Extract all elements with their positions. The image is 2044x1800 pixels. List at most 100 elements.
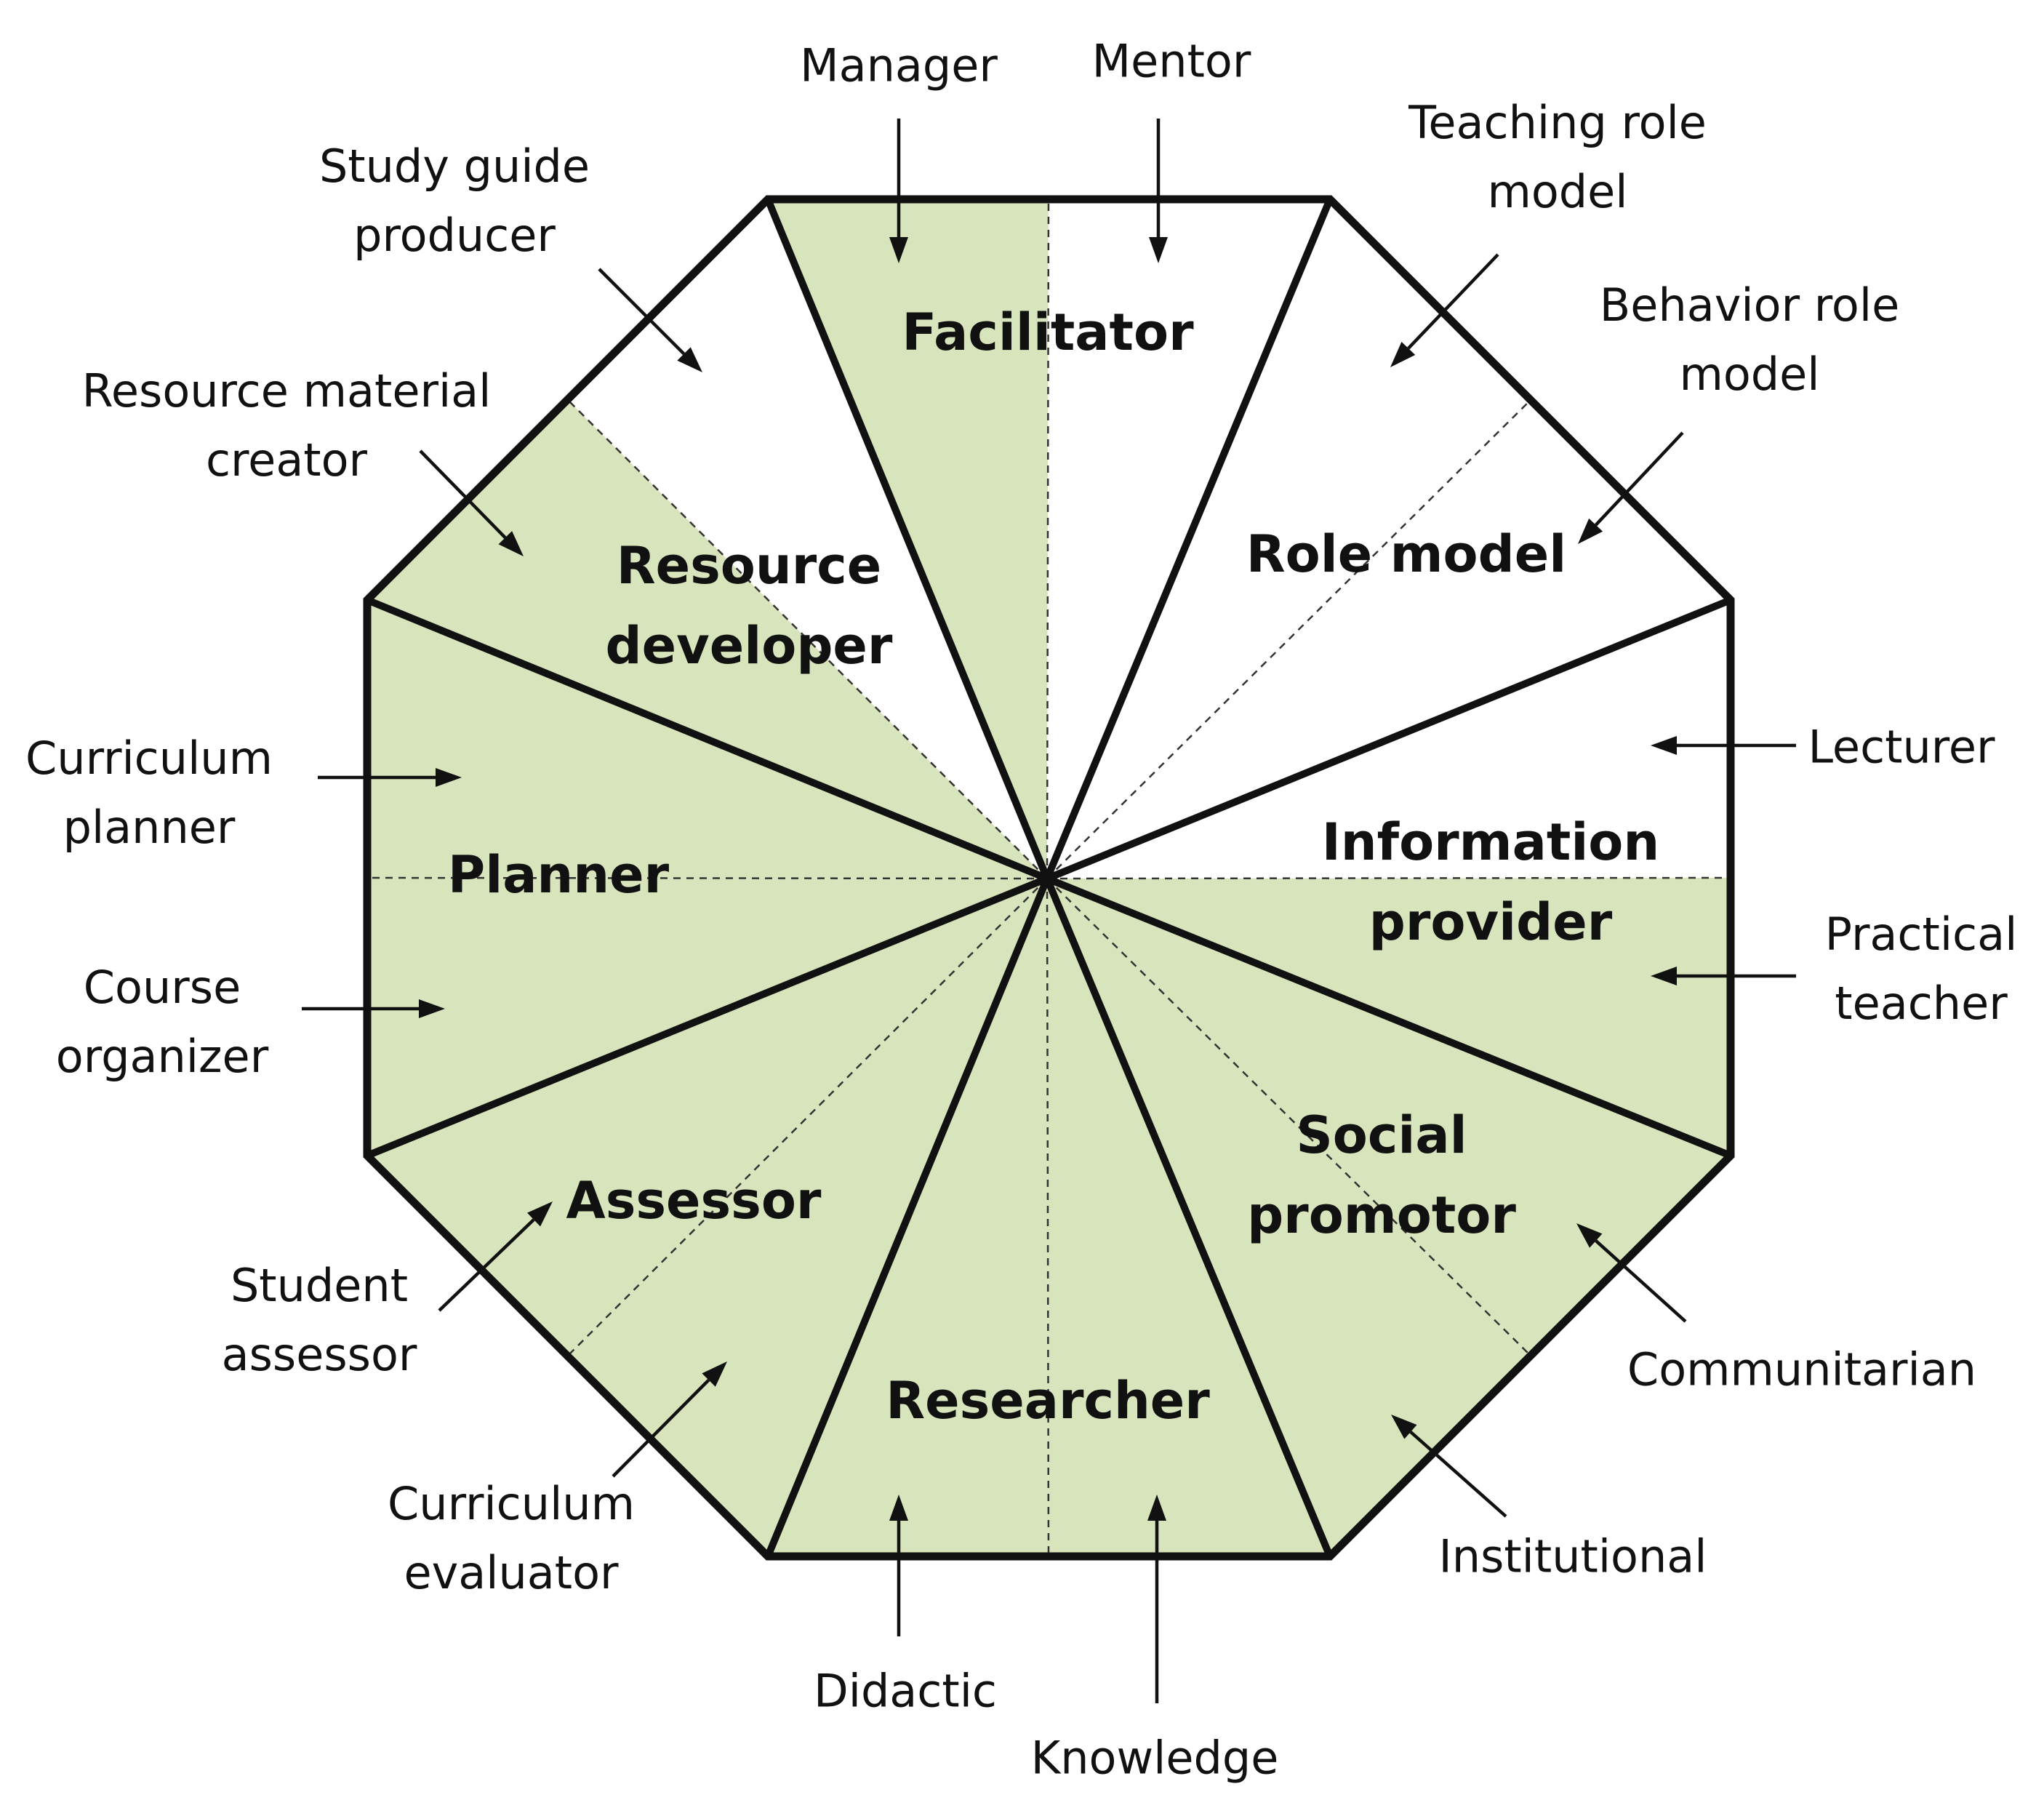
role-label-social-promotor-line-1: Social <box>1296 1105 1467 1165</box>
sector-spoke-3 <box>1043 875 1734 1159</box>
half-sector-6 <box>1047 879 1731 1356</box>
dashed-divider-5 <box>567 878 1048 1356</box>
arrow-course-organizer <box>302 999 445 1018</box>
role-label-facilitator: Facilitator <box>902 303 1194 362</box>
half-sector-14 <box>367 400 1047 879</box>
sub-label-study-guide-producer: Study guide producer <box>319 140 590 262</box>
arrow-shaft <box>438 1218 535 1312</box>
arrow-head <box>436 768 462 787</box>
sub-label-didactic-line-1: Didactic <box>814 1665 997 1718</box>
sub-label-mentor: Mentor <box>1092 35 1251 88</box>
sub-label-curriculum-planner: Curriculum planner <box>25 732 273 854</box>
sub-label-knowledge-line-1: Knowledge <box>1031 1732 1279 1785</box>
arrow-head <box>1147 1495 1166 1521</box>
half-sector-3 <box>1047 400 1731 879</box>
octagon-outline <box>363 195 1735 1561</box>
arrow-shaft <box>598 268 686 356</box>
sector-spoke-4 <box>1043 875 1334 1560</box>
arrow-shaft <box>1595 1239 1687 1323</box>
dashed-divider-7 <box>567 399 1048 879</box>
sub-label-practical-teacher-line-1: Practical <box>1825 908 2018 961</box>
sub-label-institutional: Institutional <box>1438 1530 1707 1583</box>
sub-label-teaching-role-model-line-2: model <box>1487 165 1627 218</box>
sector-spoke-7 <box>364 596 1051 882</box>
arrow-head <box>1651 967 1677 985</box>
role-label-planner: Planner <box>448 845 670 905</box>
sector-spoke-6 <box>364 875 1051 1159</box>
sub-label-practical-teacher: Practical teacher <box>1825 908 2018 1030</box>
half-sector-2 <box>1047 199 1531 879</box>
arrow-knowledge <box>1147 1495 1166 1703</box>
arrow-communitarian <box>1576 1223 1687 1323</box>
sector-spokes <box>364 196 1734 1560</box>
dashed-divider-3 <box>1046 878 1531 1356</box>
arrow-head <box>1149 237 1168 263</box>
sector-spoke-0 <box>764 196 1051 882</box>
sub-label-practical-teacher-line-2: teacher <box>1835 977 2008 1030</box>
role-label-role-model: Role model <box>1246 524 1566 584</box>
sector-spoke-1 <box>1043 196 1334 882</box>
sub-label-manager-line-1: Manager <box>800 39 998 92</box>
sub-label-teaching-role-model-line-1: Teaching role <box>1408 96 1707 149</box>
sub-label-curriculum-planner-line-1: Curriculum <box>25 732 273 785</box>
arrow-shaft <box>1409 1431 1507 1518</box>
sub-label-behavior-role-model-line-1: Behavior role <box>1600 279 1899 332</box>
sub-label-communitarian: Communitarian <box>1627 1343 1976 1396</box>
sub-label-behavior-role-model-line-2: model <box>1679 348 1819 401</box>
arrow-resource-material-creator <box>419 449 524 556</box>
role-label-researcher-line-1: Researcher <box>886 1371 1210 1431</box>
arrow-head <box>1576 1223 1603 1248</box>
sub-label-study-guide-producer-line-1: Study guide <box>319 140 590 193</box>
dashed-divider-6 <box>366 876 1048 880</box>
sub-role-arrows <box>302 119 1796 1703</box>
arrow-teaching-role-model <box>1390 253 1499 367</box>
role-label-assessor: Assessor <box>566 1171 822 1231</box>
arrow-curriculum-evaluator <box>612 1361 727 1478</box>
arrow-head <box>889 237 908 263</box>
sub-label-study-guide-producer-line-2: producer <box>353 209 556 262</box>
sub-label-course-organizer-line-1: Course <box>84 961 241 1014</box>
sub-label-lecturer-line-1: Lecturer <box>1808 721 1995 774</box>
arrow-curriculum-planner <box>318 768 462 787</box>
role-label-social-promotor-line-2: promotor <box>1247 1185 1516 1245</box>
arrow-student-assessor <box>438 1201 553 1312</box>
arrow-study-guide-producer <box>598 268 702 372</box>
arrow-head <box>1651 736 1677 755</box>
dashed-divider-1 <box>1046 399 1531 879</box>
sub-label-institutional-line-1: Institutional <box>1438 1530 1707 1583</box>
arrow-head <box>889 1495 908 1521</box>
role-label-planner-line-1: Planner <box>448 845 670 905</box>
arrow-head <box>419 999 445 1018</box>
sub-label-student-assessor-line-1: Student <box>231 1259 408 1312</box>
arrow-head <box>1390 341 1416 367</box>
role-label-role-model-line-1: Role model <box>1246 524 1566 584</box>
half-sector-11 <box>367 879 1047 1356</box>
dashed-divider-2 <box>1046 876 1731 880</box>
role-label-resource-developer-line-1: Resource <box>617 536 881 596</box>
sub-label-behavior-role-model: Behavior role model <box>1600 279 1899 401</box>
arrow-lecturer <box>1651 736 1796 755</box>
sub-label-curriculum-evaluator-line-1: Curriculum <box>388 1477 635 1530</box>
half-sector-10 <box>568 879 1047 1556</box>
arrow-practical-teacher <box>1651 967 1796 985</box>
arrow-didactic <box>889 1495 908 1636</box>
dashed-divider-0 <box>1046 199 1050 879</box>
sub-label-resource-material-creator-line-1: Resource material <box>82 364 492 417</box>
sector-spoke-5 <box>764 875 1051 1560</box>
sub-label-student-assessor: Student assessor <box>222 1259 417 1381</box>
role-label-social-promotor: Social promotor <box>1247 1105 1516 1245</box>
role-label-information-provider-line-2: provider <box>1369 892 1613 952</box>
arrow-institutional <box>1391 1415 1507 1518</box>
arrow-head <box>702 1361 727 1387</box>
arrow-behavior-role-model <box>1578 431 1684 544</box>
role-label-assessor-line-1: Assessor <box>566 1171 822 1231</box>
sub-label-student-assessor-line-2: assessor <box>222 1328 417 1381</box>
sub-label-lecturer: Lecturer <box>1808 721 1995 774</box>
sub-label-curriculum-planner-line-2: planner <box>63 801 236 854</box>
sub-label-communitarian-line-1: Communitarian <box>1627 1343 1976 1396</box>
sub-label-mentor-line-1: Mentor <box>1092 35 1251 88</box>
